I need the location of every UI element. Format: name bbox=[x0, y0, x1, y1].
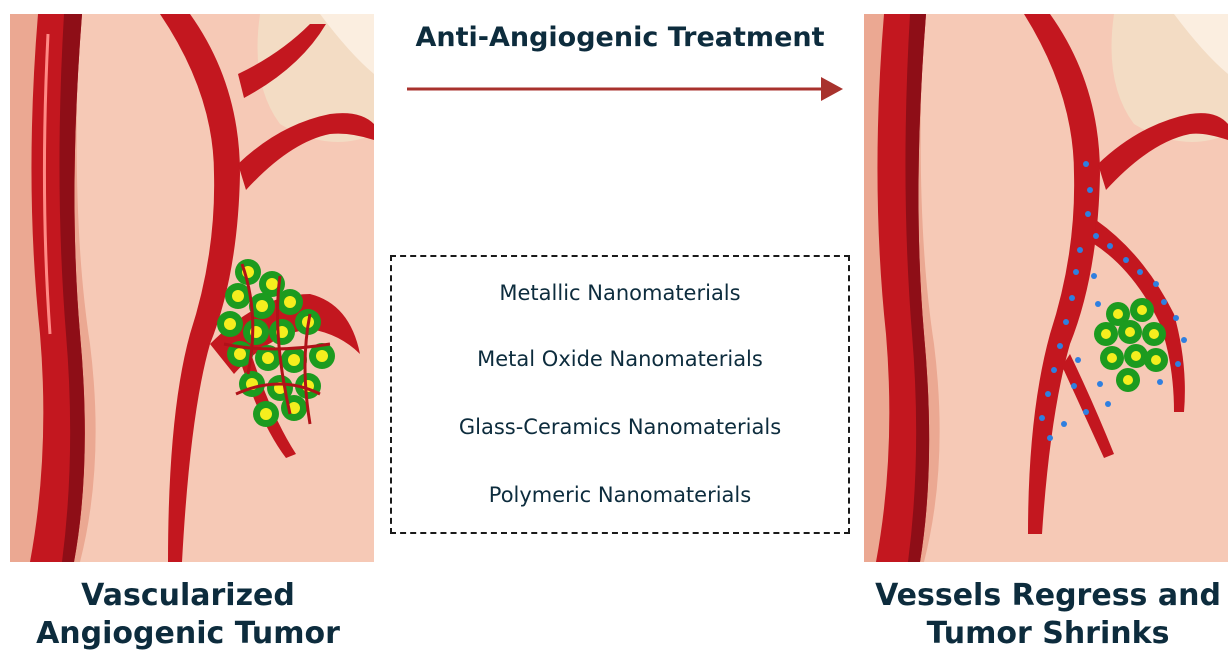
vascularized-tumor-illustration bbox=[10, 14, 374, 562]
nanomaterial-item: Metallic Nanomaterials bbox=[392, 279, 848, 307]
vascularized-tumor-svg bbox=[10, 14, 374, 562]
nanomaterial-item: Polymeric Nanomaterials bbox=[392, 481, 848, 509]
left-caption-line2: Angiogenic Tumor bbox=[0, 615, 376, 653]
nanomaterial-item: Glass-Ceramics Nanomaterials bbox=[392, 413, 848, 441]
left-caption: Vascularized Angiogenic Tumor bbox=[0, 577, 376, 653]
right-caption-line2: Tumor Shrinks bbox=[868, 615, 1228, 653]
right-caption: Vessels Regress and Tumor Shrinks bbox=[868, 577, 1228, 653]
nanomaterials-box: Metallic Nanomaterials Metal Oxide Nanom… bbox=[390, 255, 850, 534]
left-caption-line1: Vascularized bbox=[0, 577, 376, 615]
nanomaterial-item: Metal Oxide Nanomaterials bbox=[392, 345, 848, 373]
treatment-arrow-icon bbox=[405, 72, 845, 106]
right-caption-line1: Vessels Regress and bbox=[868, 577, 1228, 615]
regressed-tumor-illustration bbox=[864, 14, 1228, 562]
treatment-title: Anti-Angiogenic Treatment bbox=[400, 20, 840, 56]
regressed-tumor-svg bbox=[864, 14, 1228, 562]
